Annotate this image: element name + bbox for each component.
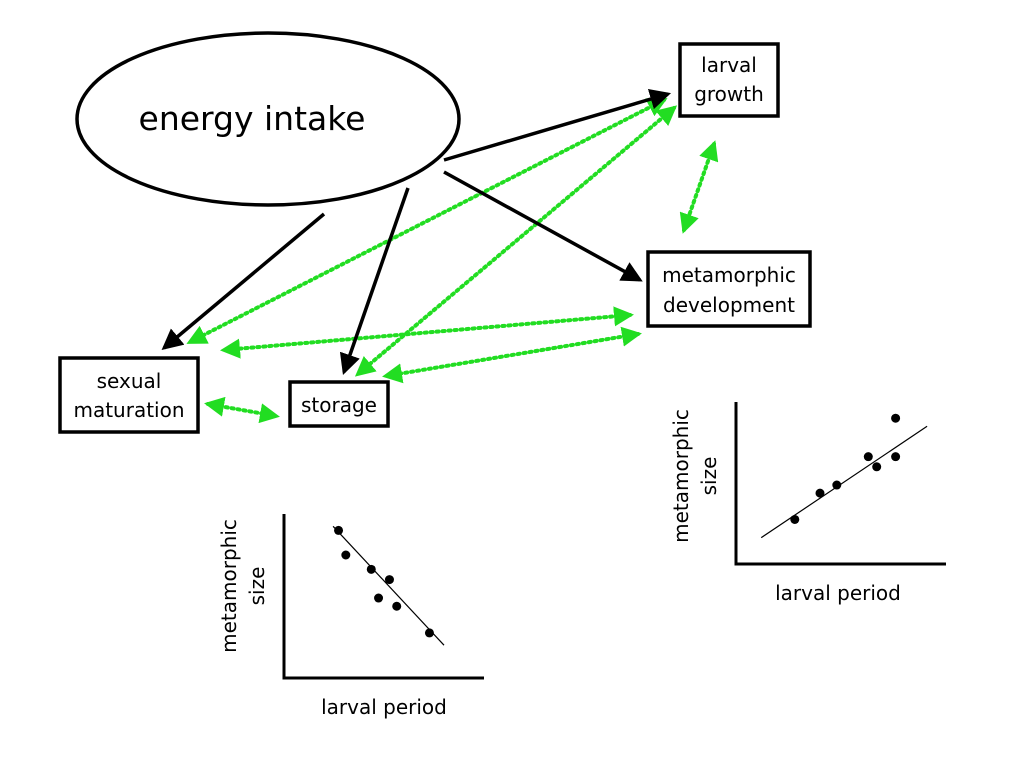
chart-left-point-2 [341,550,351,560]
arrow-energy-to-growth [443,88,672,162]
chart-right-point-2 [815,488,825,498]
chart-left-point-6 [392,601,402,611]
chart-right-xlabel: larval period [775,581,901,605]
chart-right-axes [734,402,946,566]
chart-right: metamorphic size larval period [669,402,946,605]
chart-left-point-4 [374,593,384,603]
node-sexual-maturation: sexual maturation [58,356,200,434]
larval-growth-box [678,42,780,118]
chart-left: metamorphic size larval period [217,514,484,719]
tradeoff-growth-development [679,140,719,234]
metamorphic-development-label-line2: development [663,293,795,317]
larval-growth-label-line2: growth [694,82,764,106]
arrow-energy-to-development [443,170,643,282]
chart-left-point-1 [334,525,344,535]
node-energy-intake: energy intake [75,31,461,207]
larval-growth-label-line1: larval [701,53,757,77]
node-larval-growth: larval growth [678,42,780,118]
storage-box [288,380,390,428]
arrow-energy-to-storage [339,187,410,375]
node-metamorphic-development: metamorphic development [646,250,812,328]
chart-left-trendline [332,525,445,646]
chart-left-axes [282,514,484,680]
chart-right-point-7 [891,452,901,462]
node-storage: storage [288,380,390,428]
chart-right-point-5 [872,462,882,472]
chart-left-point-3 [366,564,376,574]
chart-right-point-1 [790,514,800,524]
chart-right-point-4 [863,452,873,462]
chart-left-point-7 [424,628,434,638]
chart-left-points [334,525,434,638]
sexual-maturation-label-line1: sexual [97,369,162,393]
sexual-maturation-box [58,356,200,434]
storage-label: storage [301,393,377,417]
arrow-energy-to-maturation [161,212,326,351]
energy-intake-label: energy intake [139,99,366,138]
energy-intake-ellipse [75,31,461,207]
chart-left-ylabel-line2: size [245,567,269,606]
chart-right-ylabel-line2: size [697,457,721,496]
chart-left-point-5 [384,575,394,585]
tradeoff-development-storage [382,326,642,384]
chart-right-ylabel-line1: metamorphic [669,409,693,543]
chart-right-point-6 [891,413,901,423]
tradeoff-arrows [186,98,719,424]
chart-right-point-3 [832,480,842,490]
tradeoff-maturation-storage [204,396,280,424]
metamorphic-development-label-line1: metamorphic [662,263,796,287]
metamorphic-development-box [646,250,812,328]
chart-left-xlabel: larval period [321,695,447,719]
chart-right-trendline [760,425,928,539]
sexual-maturation-label-line2: maturation [73,398,184,422]
chart-left-ylabel-line1: metamorphic [217,519,241,653]
allocation-arrows [161,88,672,375]
chart-right-points [790,413,901,524]
